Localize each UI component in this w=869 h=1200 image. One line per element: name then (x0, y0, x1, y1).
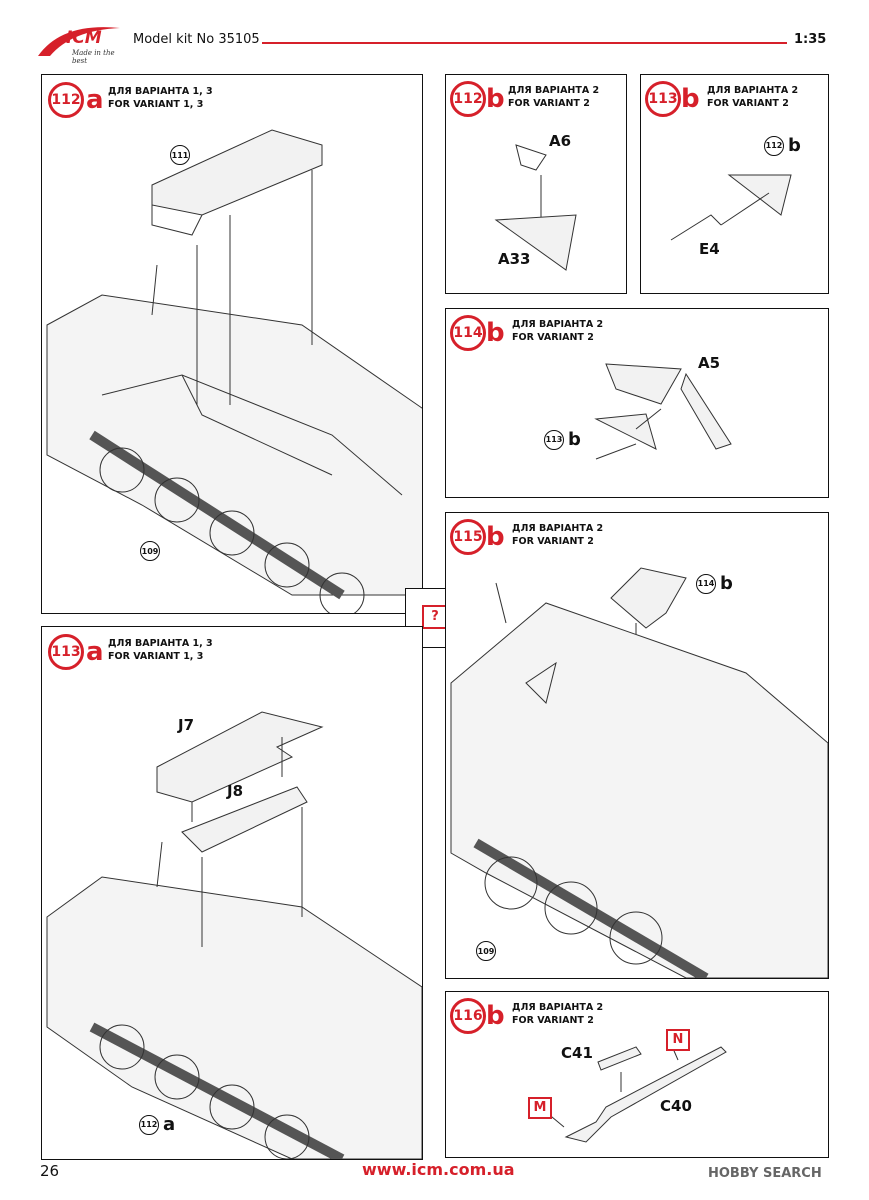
ref-letter: b (720, 573, 733, 594)
ref-109: 109 (476, 941, 496, 961)
ref-letter: a (163, 1114, 176, 1135)
ref-letter: b (568, 429, 581, 450)
page-number: 26 (40, 1162, 60, 1180)
question-mark: ? (422, 605, 448, 629)
variant-en: FOR VARIANT 2 (512, 1015, 594, 1026)
variant-label: ДЛЯ ВАРІАНТА 2 FOR VARIANT 2 (508, 84, 599, 110)
bracket-assembly-icon (670, 174, 792, 241)
part-label: C40 (660, 1097, 692, 1115)
ref-111: 111 (170, 145, 190, 165)
step-number: 115 (450, 519, 486, 555)
step-113b-panel: 113 b ДЛЯ ВАРІАНТА 2 FOR VARIANT 2 112 b… (640, 74, 829, 294)
variant-label: ДЛЯ ВАРІАНТА 1, 3 FOR VARIANT 1, 3 (108, 637, 213, 663)
ref-circle: 114 (696, 573, 716, 594)
ref-112b: 112 b (764, 135, 801, 156)
step-letter: b (486, 1001, 505, 1031)
logo-brand: ICM (66, 28, 102, 48)
variant-label: ДЛЯ ВАРІАНТА 2 FOR VARIANT 2 (707, 84, 798, 110)
part-label: C41 (561, 1044, 593, 1062)
variant-label: ДЛЯ ВАРІАНТА 2 FOR VARIANT 2 (512, 318, 603, 344)
variant-en: FOR VARIANT 1, 3 (108, 651, 204, 662)
step-number: 113 (48, 634, 84, 670)
variant-ua: ДЛЯ ВАРІАНТА 1, 3 (108, 86, 213, 97)
shield-plate-icon (594, 363, 732, 460)
armor-panels-icon (46, 711, 422, 1159)
step-115b-panel: 115 b ДЛЯ ВАРІАНТА 2 FOR VARIANT 2 114 b… (445, 512, 829, 979)
variant-label: ДЛЯ ВАРІАНТА 2 FOR VARIANT 2 (512, 1001, 603, 1027)
step-number: 113 (645, 81, 681, 117)
step-112b-panel: 112 b ДЛЯ ВАРІАНТА 2 FOR VARIANT 2 A6 A3… (445, 74, 627, 294)
ref-circle: 111 (170, 145, 190, 165)
variant-ua: ДЛЯ ВАРІАНТА 2 (508, 85, 600, 96)
step-number: 112 (48, 82, 84, 118)
logo-tagline: Made in the best (72, 49, 115, 65)
step-number: 112 (450, 81, 486, 117)
ref-113b: 113 b (544, 429, 581, 450)
step-letter: a (86, 85, 104, 115)
variant-en: FOR VARIANT 2 (707, 98, 789, 109)
step-number: 114 (450, 315, 486, 351)
icm-logo: ICM Made in the best (32, 18, 127, 68)
variant-ua: ДЛЯ ВАРІАНТА 2 (707, 85, 799, 96)
callout-m: M (528, 1097, 552, 1119)
logo-swoosh-icon (38, 27, 120, 56)
variant-en: FOR VARIANT 2 (512, 536, 594, 547)
step-number: 116 (450, 998, 486, 1034)
ref-letter: b (788, 135, 801, 156)
scale-label: 1:35 (794, 32, 827, 47)
part-label: J7 (178, 716, 195, 734)
part-label: A5 (698, 354, 721, 372)
footer-url[interactable]: www.icm.com.ua (362, 1160, 515, 1179)
bracket-drawing-icon (494, 144, 577, 271)
variant-ua: ДЛЯ ВАРІАНТА 2 (512, 1002, 604, 1013)
variant-ua: ДЛЯ ВАРІАНТА 1, 3 (108, 638, 213, 649)
header-rule (262, 42, 787, 44)
variant-ua: ДЛЯ ВАРІАНТА 2 (512, 319, 604, 330)
variant-label: ДЛЯ ВАРІАНТА 1, 3 FOR VARIANT 1, 3 (108, 85, 213, 111)
part-label: A6 (549, 132, 572, 150)
part-label: E4 (699, 240, 720, 258)
variant-en: FOR VARIANT 1, 3 (108, 99, 204, 110)
part-label: A33 (498, 250, 531, 268)
step-112a-panel: 112 a ДЛЯ ВАРІАНТА 1, 3 FOR VARIANT 1, 3… (41, 74, 423, 614)
step-114b-panel: 114 b ДЛЯ ВАРІАНТА 2 FOR VARIANT 2 A5 11… (445, 308, 829, 498)
ref-circle: 112 (764, 135, 784, 156)
vehicle-shield-icon (450, 567, 828, 978)
variant-label: ДЛЯ ВАРІАНТА 2 FOR VARIANT 2 (512, 522, 603, 548)
variant-en: FOR VARIANT 2 (508, 98, 590, 109)
model-number: Model kit No 35105 (133, 32, 260, 47)
callout-n: N (666, 1029, 690, 1051)
ref-circle: 109 (476, 941, 496, 961)
ref-109: 109 (140, 541, 160, 561)
vehicle-drawing-icon (46, 129, 422, 613)
step-116b-panel: 116 b ДЛЯ ВАРІАНТА 2 FOR VARIANT 2 C41 C… (445, 991, 829, 1158)
variant-en: FOR VARIANT 2 (512, 332, 594, 343)
ref-circle: 112 (139, 1114, 159, 1135)
ref-112a: 112 a (139, 1114, 175, 1135)
step-letter: b (486, 318, 505, 348)
step-letter: b (681, 84, 700, 114)
step-letter: b (486, 84, 505, 114)
step-letter: a (86, 637, 104, 667)
watermark: HOBBY SEARCH (708, 1166, 822, 1181)
machine-gun-icon (545, 1036, 727, 1143)
ref-114b: 114 b (696, 573, 733, 594)
step-letter: b (486, 522, 505, 552)
ref-circle: 109 (140, 541, 160, 561)
ref-circle: 113 (544, 429, 564, 450)
part-label: J8 (227, 782, 244, 800)
step-113a-panel: 113 a ДЛЯ ВАРІАНТА 1, 3 FOR VARIANT 1, 3… (41, 626, 423, 1160)
variant-ua: ДЛЯ ВАРІАНТА 2 (512, 523, 604, 534)
